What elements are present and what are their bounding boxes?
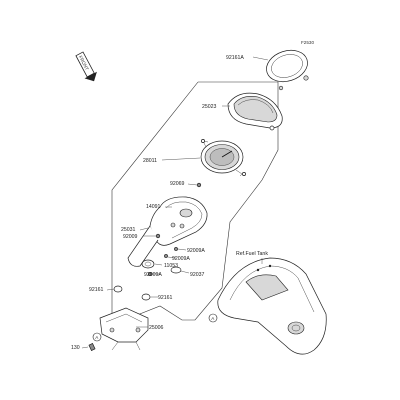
part-screw-92009 [155,233,161,239]
assembly-outline [111,81,279,326]
label-14091: 14091 [146,204,161,210]
ref-fuel-tank-note: Ref.Fuel Tank [236,251,268,257]
label-25023: 25023 [202,104,217,110]
label-92037: 92037 [190,272,205,278]
part-fuel-tank-cover [217,257,327,355]
label-25006: 25006 [149,325,164,331]
part-bolt-130 [88,343,96,351]
mark-a-circle-left [92,332,102,342]
part-grommet-11053 [141,259,155,269]
label-11053: 11053 [164,263,178,269]
part-washer-92161-1 [113,285,123,293]
label-92161-1: 92161 [89,287,104,293]
label-28011: 28011 [143,158,157,164]
label-130: 130 [71,345,80,351]
mark-a-circle-right [208,313,218,323]
label-92009A-2: 92009A [172,256,190,262]
label-92069: 92069 [170,181,185,187]
mark-a-left: A [95,335,99,340]
part-gasket-ring-92161A [266,49,309,91]
label-92161-2: 92161 [158,295,173,301]
part-speedometer-28011 [200,139,246,177]
label-92009: 92009 [123,234,138,240]
figure-code: F2530 [301,40,314,45]
mark-a-right: A [211,316,215,321]
part-screw-92069 [196,182,202,188]
front-arrow-marker: FRONT [75,51,97,82]
part-screw-92009A-1 [174,247,178,251]
label-92009A-3: 92009A [144,272,162,278]
part-bracket-25006 [99,307,149,351]
label-25031: 25031 [121,227,136,233]
part-screw-92009A-3 [148,272,152,276]
label-92009A-1: 92009A [187,248,205,254]
part-meter-lens-25023 [227,92,283,131]
label-92161A: 92161A [226,55,244,61]
part-collar-92037 [170,266,182,274]
part-screw-92009A-2 [164,254,168,258]
part-washer-92161-2 [141,293,151,301]
front-marker-label: FRONT [78,55,90,71]
